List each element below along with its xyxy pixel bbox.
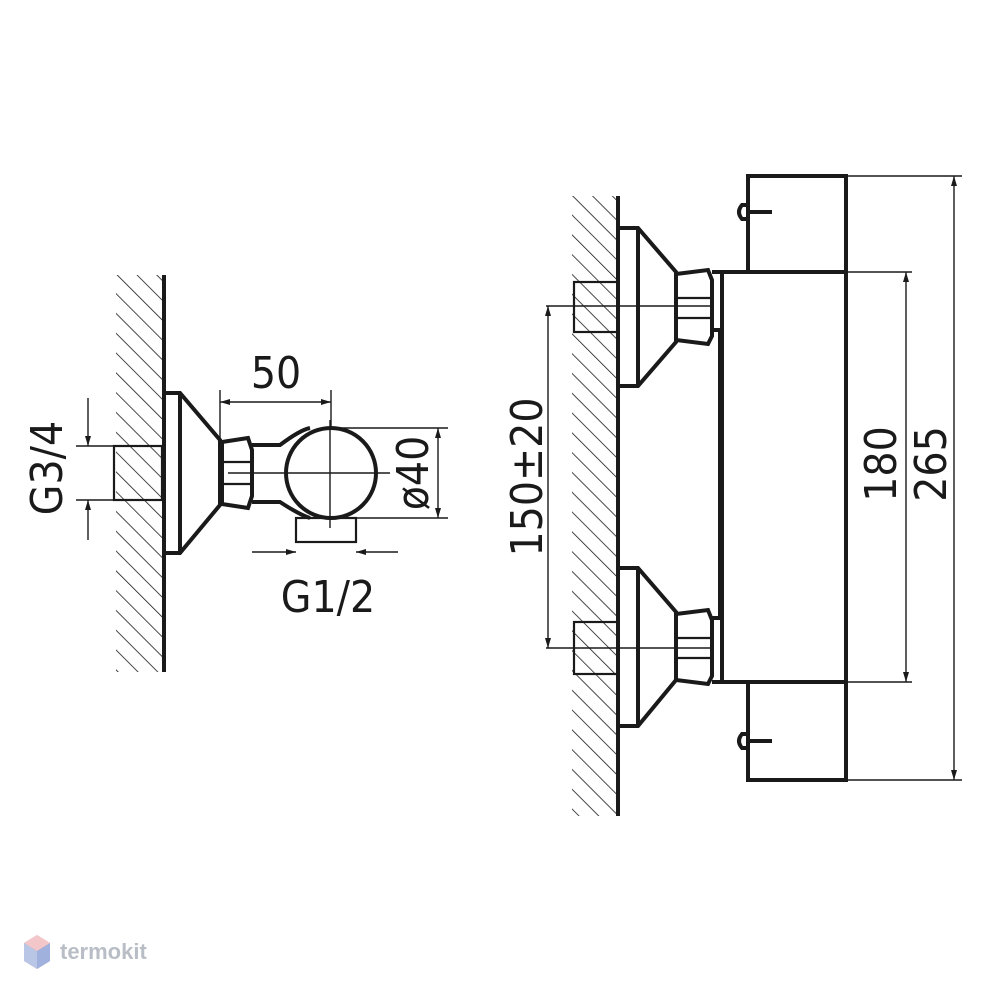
bottom-handle-notch [737,732,772,750]
dim-label-150: 150±20 [502,397,553,556]
dim-label-50: 50 [251,348,301,399]
lower-nut [674,607,714,687]
hex-nut [220,435,254,511]
side-view: 50 ø40 G3/4 G1/2 [22,275,448,672]
lower-flange [616,566,678,728]
top-handle-notch [737,203,772,221]
top-cap [746,174,848,272]
front-view: 150±20 180 265 [502,174,962,816]
watermark-brand: termokit [60,939,147,964]
dim-label-265: 265 [906,426,957,502]
bottom-cap [746,682,848,782]
termokit-logo-icon [24,935,50,969]
watermark: termokit [22,934,147,970]
dim-label-d40: ø40 [388,436,439,511]
dim-label-180: 180 [856,426,907,502]
dim-label-g12: G1/2 [281,572,375,623]
wall-hatch-left [116,275,164,672]
upper-nut [674,267,714,347]
thermostat-body [720,270,848,684]
dim-label-g34: G3/4 [22,421,73,515]
wall-flange [162,391,222,555]
outlet-thread [294,516,358,544]
wall-hatch-right [572,196,618,816]
upper-flange [616,226,678,388]
